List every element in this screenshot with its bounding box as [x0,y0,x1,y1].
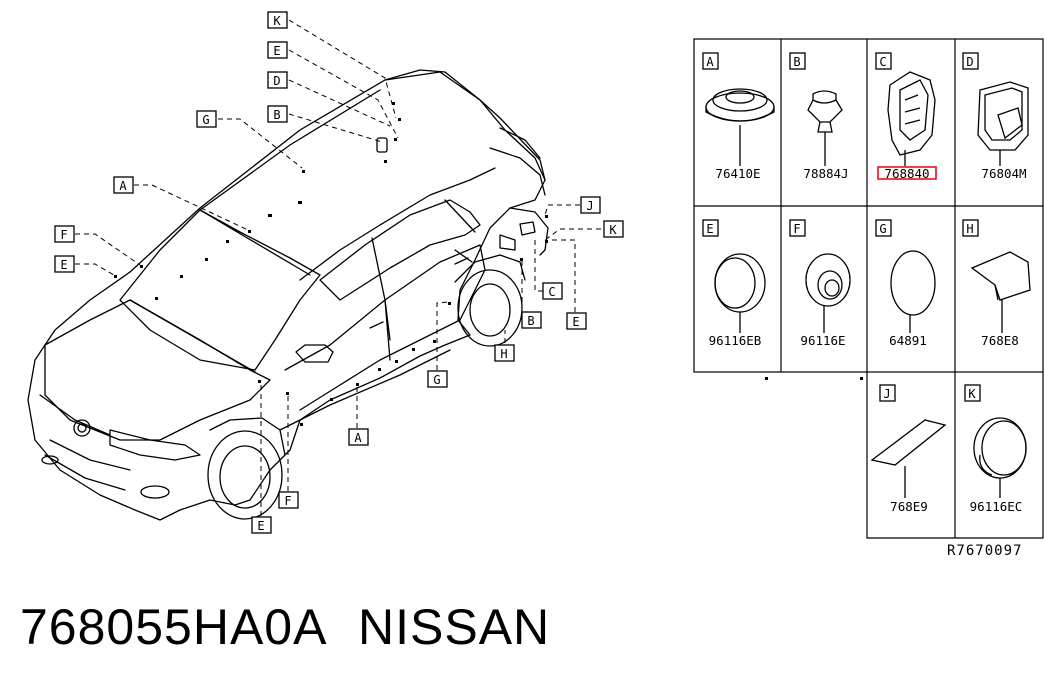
callout-f-bottom: F [278,491,299,509]
plug-icon [714,253,766,333]
part-numbers: 76410E 78884J 768840 76804M 96116EB 9611… [709,166,1027,514]
part-number-f: 96116E [800,333,845,348]
callout-text: G [202,113,209,127]
callout-text: E [273,44,280,58]
part-number-g: 64891 [889,333,927,348]
part-number-e: 96116EB [709,333,762,348]
clip-markers [114,102,863,426]
callout-text: J [586,199,593,213]
cell-letter-h: H [966,222,973,236]
callout-text: F [284,494,291,508]
callout-text: H [500,347,507,361]
part-number-d: 76804M [981,166,1026,181]
callout-e-bottom: E [251,516,272,534]
callout-e-top: E [267,41,288,59]
callout-text: A [119,179,127,193]
tape-icon [870,419,947,498]
brand-name: NISSAN [358,599,551,655]
callout-g-top: G [196,110,217,128]
cap-plug-icon [973,417,1027,498]
cell-letter-e: E [706,222,713,236]
callout-f-left: F [54,225,75,243]
roof-clip [376,137,388,153]
cell-letter-a: A [706,55,714,69]
cell-letter-k: K [968,387,976,401]
part-number-k: 96116EC [970,499,1023,514]
reference-code: R7670097 [947,543,1023,559]
callout-c-right: C [542,282,563,300]
cell-letter-d: D [966,55,973,69]
callout-a-bottom: A [348,428,369,446]
callout-a-top: A [113,176,134,194]
seal-icon [890,250,936,333]
part-number-h: 768E8 [981,333,1019,348]
part-number-c: 768840 [884,166,929,181]
parts-grid [693,38,1044,539]
callout-k-right: K [603,220,624,238]
cell-letter-f: F [793,222,800,236]
callout-text: E [60,258,67,272]
fastener-icon [887,71,936,166]
part-number-b: 78884J [803,166,848,181]
callout-text: G [433,373,440,387]
callout-b-bottom: B [521,311,542,329]
callout-labels: K E D B G A F E J K C B E H G A F E [54,11,624,534]
part-number-title: 768055HA0A [20,599,328,655]
callout-j-right: J [580,196,601,214]
leader-lines [75,19,601,525]
callout-text: K [273,14,281,28]
cell-letters: A B C D E F G H J K [702,52,981,402]
pad-icon [970,251,1031,333]
grommet-icon [705,88,775,166]
bracket-icon [977,81,1029,166]
stepped-plug-icon [805,253,851,333]
callout-text: K [609,223,617,237]
callout-g-bottom: G [427,370,448,388]
callout-text: B [527,314,534,328]
callout-b-top: B [267,105,288,123]
cell-letter-j: J [883,387,890,401]
callout-text: C [548,285,555,299]
callout-e-left: E [54,255,75,273]
callout-e-right: E [566,312,587,330]
callout-text: A [354,431,362,445]
cell-letter-c: C [879,55,886,69]
callout-text: E [572,315,579,329]
callout-text: E [257,519,264,533]
highlight-box [877,166,937,180]
callout-text: D [273,74,280,88]
clip-icon [807,90,843,166]
callout-text: B [273,108,280,122]
cell-letter-b: B [793,55,800,69]
callout-d-top: D [267,71,288,89]
callout-text: F [60,228,67,242]
callout-h: H [494,344,515,362]
part-number-a: 76410E [715,166,760,181]
vehicle-illustration [27,69,549,521]
callout-k-top: K [267,11,288,29]
cell-letter-g: G [879,222,886,236]
part-number-j: 768E9 [890,499,928,514]
